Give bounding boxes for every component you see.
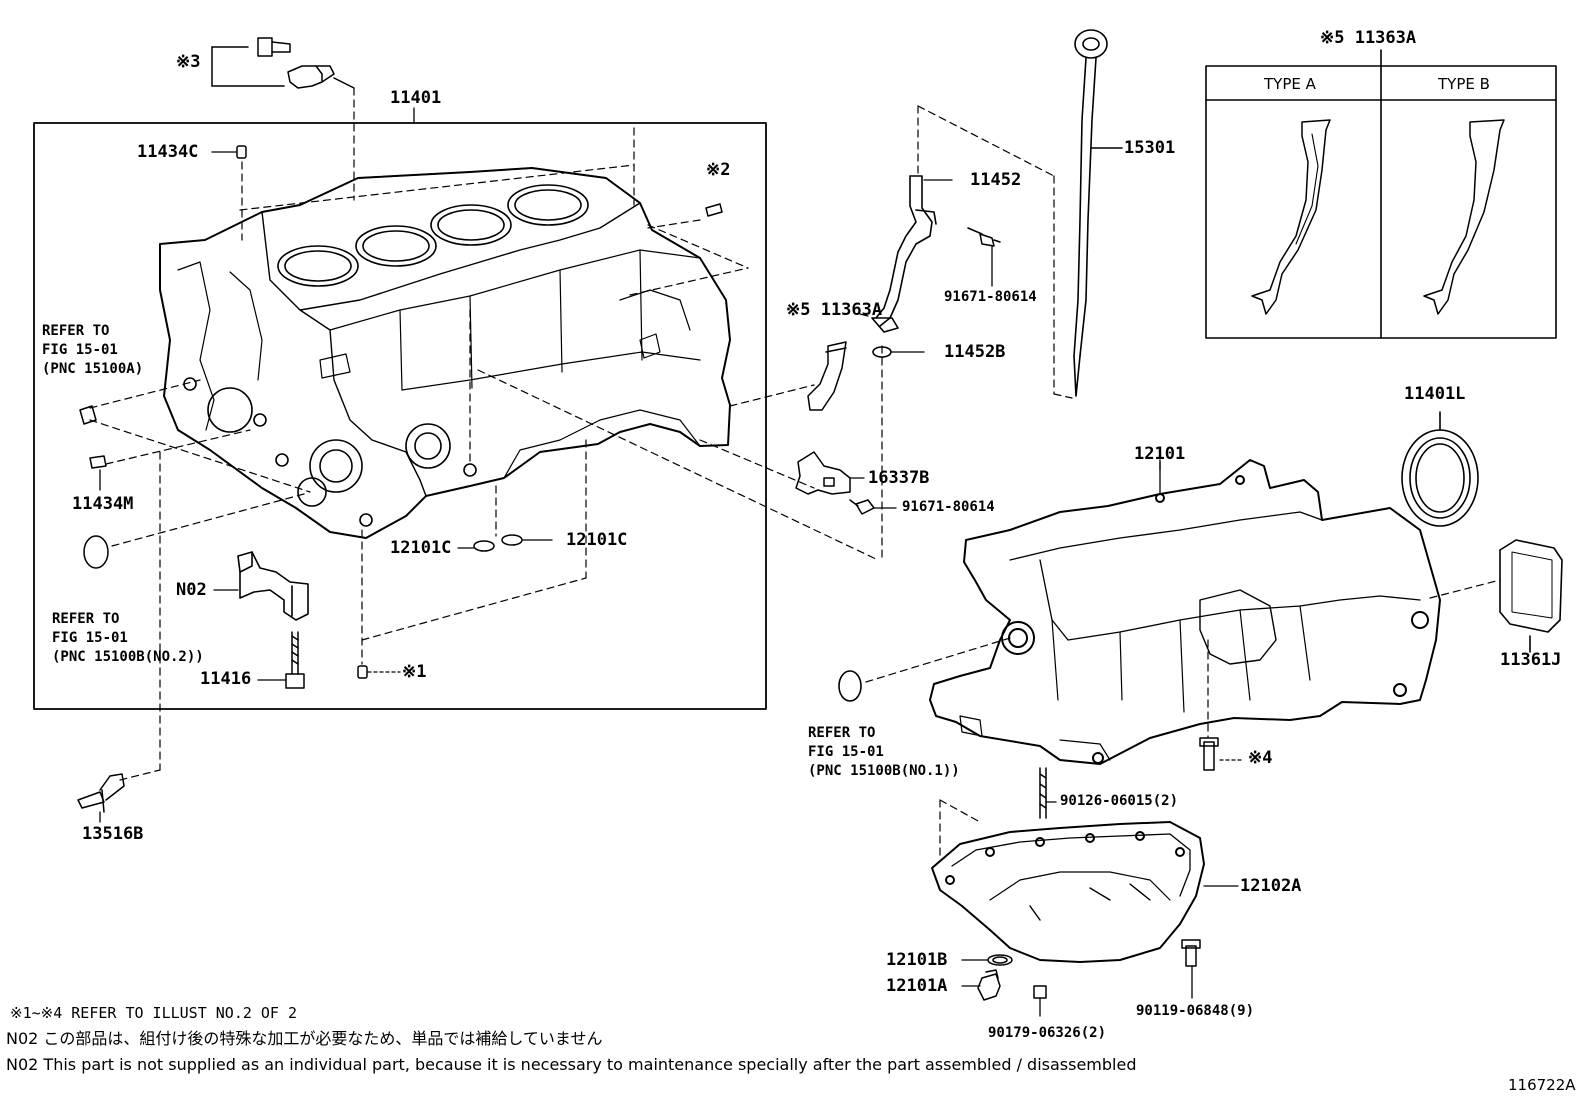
refer-to-fig-15100A[interactable]: REFER TO FIG 15-01 (PNC 15100A) bbox=[42, 323, 144, 377]
type-box bbox=[1205, 49, 1557, 339]
bracket-16337B-drawing bbox=[795, 451, 851, 495]
figure-id: 116722A bbox=[1508, 1076, 1576, 1094]
label-11363A-stiffener[interactable]: ※5 11363A bbox=[786, 300, 883, 320]
block-leaders bbox=[99, 107, 553, 823]
oring-refer-c bbox=[838, 670, 862, 702]
oil-level-gauge-drawing bbox=[1073, 29, 1123, 397]
block-leader-dashes bbox=[89, 87, 883, 781]
label-90119[interactable]: 90119-06848(9) bbox=[1136, 1003, 1255, 1019]
label-16337B[interactable]: 16337B bbox=[868, 468, 930, 488]
label-11434M[interactable]: 11434M bbox=[72, 494, 134, 514]
label-11416[interactable]: 11416 bbox=[200, 669, 252, 689]
note-n02-japanese: N02 この部品は、組付け後の特殊な加工が必要なため、単品では補給していません bbox=[6, 1029, 603, 1048]
label-star3[interactable]: ※3 bbox=[176, 52, 201, 72]
label-12101B[interactable]: 12101B bbox=[886, 950, 948, 970]
oil-level-gauge-guide-drawing bbox=[871, 175, 937, 358]
type-a-header: TYPE A bbox=[1264, 75, 1316, 93]
oil-filler-leaders bbox=[849, 179, 993, 509]
stiffener-plate-drawing bbox=[807, 341, 847, 411]
label-91671-upper[interactable]: 91671-80614 bbox=[944, 289, 1037, 305]
cover-11361J-drawing bbox=[1499, 539, 1563, 653]
refer-to-fig-15100B-no2[interactable]: REFER TO FIG 15-01 (PNC 15100B(NO.2)) bbox=[52, 611, 204, 665]
label-91671-lower[interactable]: 91671-80614 bbox=[902, 499, 995, 515]
n02-bearing-cap-drawing bbox=[237, 551, 309, 621]
label-11452B[interactable]: 11452B bbox=[944, 342, 1006, 362]
refer-to-fig-15100B-no1[interactable]: REFER TO FIG 15-01 (PNC 15100B(NO.1)) bbox=[808, 725, 960, 779]
label-11434C[interactable]: 11434C bbox=[137, 142, 199, 162]
label-13516B[interactable]: 13516B bbox=[82, 824, 144, 844]
oil-pan-no2-drawing bbox=[931, 821, 1205, 963]
oil-filler-dashes bbox=[917, 105, 1073, 399]
label-star4[interactable]: ※4 bbox=[1248, 748, 1273, 768]
label-11401-cylinder-block[interactable]: 11401 bbox=[390, 88, 442, 108]
label-star1[interactable]: ※1 bbox=[402, 662, 427, 682]
note-n02-english: N02 This part is not supplied as an indi… bbox=[6, 1055, 1137, 1074]
note-refer-illust: ※1~※4 REFER TO ILLUST NO.2 OF 2 bbox=[10, 1004, 298, 1022]
oil-pan-no1-drawing bbox=[929, 459, 1441, 765]
label-11452[interactable]: 11452 bbox=[970, 170, 1022, 190]
label-11401L[interactable]: 11401L bbox=[1404, 384, 1466, 404]
oil-pan-dashes bbox=[865, 579, 1501, 857]
small-pins bbox=[79, 145, 723, 679]
label-star2[interactable]: ※2 bbox=[706, 160, 731, 180]
star3-parts bbox=[211, 37, 355, 89]
label-11363A-type-box[interactable]: ※5 11363A bbox=[1320, 28, 1417, 48]
main-bearing-bolt-drawing bbox=[285, 631, 305, 689]
label-90179[interactable]: 90179-06326(2) bbox=[988, 1025, 1107, 1041]
type-b-header: TYPE B bbox=[1438, 75, 1490, 93]
cylinder-block-frame bbox=[33, 122, 767, 710]
oil-pan-leaders bbox=[961, 459, 1245, 1017]
label-12101C-left[interactable]: 12101C bbox=[390, 538, 452, 558]
label-90126[interactable]: 90126-06015(2) bbox=[1060, 793, 1179, 809]
label-12101C-right[interactable]: 12101C bbox=[566, 530, 628, 550]
cylinder-block-drawing bbox=[159, 167, 731, 539]
label-12101A[interactable]: 12101A bbox=[886, 976, 948, 996]
label-N02[interactable]: N02 bbox=[176, 580, 207, 600]
label-15301[interactable]: 15301 bbox=[1124, 138, 1176, 158]
label-12101[interactable]: 12101 bbox=[1134, 444, 1186, 464]
oil-seal-drawing bbox=[1401, 411, 1479, 527]
oil-jet-drawing bbox=[77, 773, 125, 813]
label-12102A[interactable]: 12102A bbox=[1240, 876, 1302, 896]
label-11361J[interactable]: 11361J bbox=[1500, 650, 1562, 670]
